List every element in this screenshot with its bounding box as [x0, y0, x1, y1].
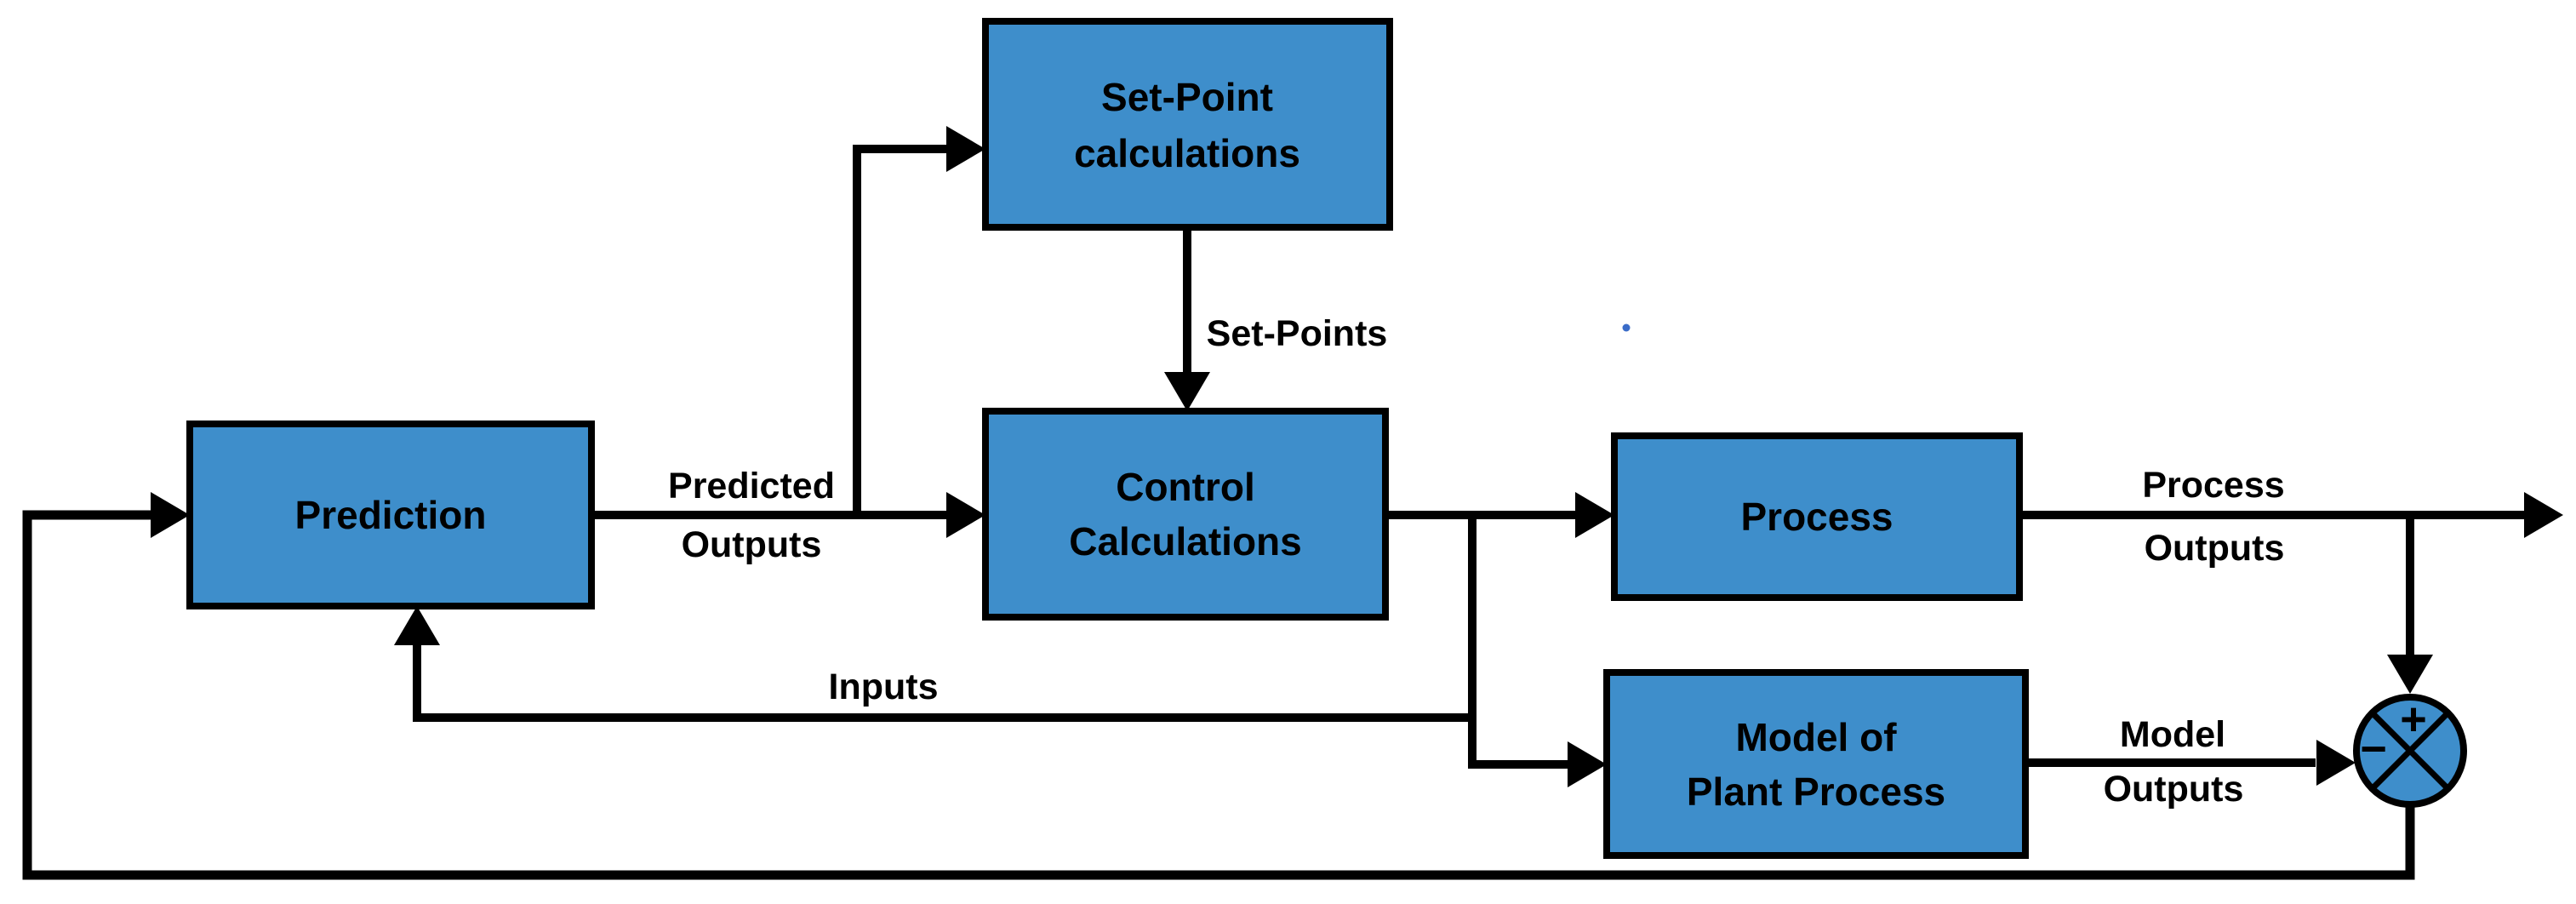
small-blue-dot — [1622, 323, 1631, 332]
prediction-box — [186, 421, 595, 609]
prediction-label: Prediction — [295, 493, 487, 537]
arrowhead-into-control — [946, 492, 985, 538]
model-outputs-label-line1: Model — [2120, 714, 2225, 755]
sum-minus-sign: − — [2360, 724, 2387, 775]
inputs-feedback-line — [413, 644, 1472, 722]
feedback-loop-line — [22, 510, 2415, 880]
arrowhead-into-sum-top — [2387, 655, 2433, 694]
process-outputs-label-line1: Process — [2142, 465, 2284, 506]
process-label: Process — [1740, 495, 1893, 539]
arrowhead-inputs-up — [394, 606, 440, 645]
arrowhead-into-prediction — [151, 492, 190, 538]
predicted-outputs-label-line2: Outputs — [682, 524, 822, 565]
control-label-line2: Calculations — [1069, 519, 1302, 564]
setpoint-calculations-box — [982, 18, 1393, 231]
model-label-line1: Model of — [1735, 715, 1897, 759]
model-plant-process-box — [1603, 669, 2029, 859]
process-box — [1611, 432, 2023, 601]
control-calculations-box — [982, 408, 1389, 621]
arrowheads — [151, 126, 2563, 787]
model-outputs-label-line2: Outputs — [2104, 769, 2244, 810]
control-label-line1: Control — [1116, 465, 1255, 509]
connectors — [22, 145, 2526, 880]
inputs-label: Inputs — [829, 667, 939, 707]
arrowhead-into-setpoint — [946, 126, 985, 172]
arrowhead-into-sum-left — [2316, 740, 2356, 786]
process-outputs-label-line2: Outputs — [2145, 528, 2285, 569]
predicted-branch-up-line — [853, 145, 948, 519]
arrowhead-setpoints-down — [1164, 372, 1210, 411]
sum-plus-sign: + — [2400, 694, 2427, 745]
set-points-label: Set-Points — [1207, 313, 1388, 354]
predicted-outputs-label-line1: Predicted — [668, 466, 835, 506]
summing-junction — [2353, 694, 2467, 808]
labels: Prediction Set-Point calculations Contro… — [295, 75, 2427, 814]
setpoint-label-line1: Set-Point — [1101, 75, 1273, 119]
summing-junction-diagonal-2 — [2369, 710, 2451, 792]
setpoint-label-line2: calculations — [1074, 131, 1300, 175]
model-label-line2: Plant Process — [1687, 770, 1945, 814]
arrowhead-into-model — [1568, 741, 1607, 787]
blocks — [186, 18, 2029, 859]
control-branch-to-model-line — [1468, 515, 1569, 769]
arrowhead-into-process — [1575, 492, 1614, 538]
arrowhead-process-output-right — [2524, 492, 2563, 538]
